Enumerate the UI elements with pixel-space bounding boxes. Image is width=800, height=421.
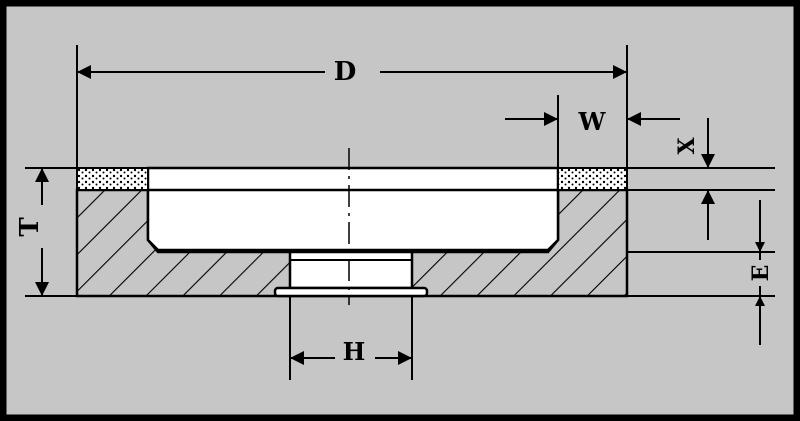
- dim-t-label: T: [15, 217, 45, 237]
- wheel-body: [75, 166, 629, 298]
- dimension-x: X: [674, 118, 715, 240]
- dim-e-arrow-bottom: [755, 296, 765, 306]
- dimension-d: D: [77, 57, 627, 87]
- dim-e-arrow-top: [755, 242, 765, 252]
- abrasive-rim-left: [76, 167, 149, 191]
- dimension-t: T: [15, 168, 49, 296]
- hub-flange: [273, 286, 429, 298]
- wheel-cavity: [146, 166, 560, 252]
- dimension-e: E: [748, 200, 774, 345]
- dim-e-label: E: [748, 265, 774, 282]
- hub-body: [288, 250, 414, 290]
- hub: [273, 250, 429, 298]
- abrasive-rim-right: [557, 167, 628, 191]
- dim-h-label: H: [343, 337, 366, 366]
- dim-d-label: D: [334, 57, 357, 87]
- dim-e-label-bg: [750, 260, 770, 286]
- dimension-w: W: [505, 107, 680, 136]
- dim-w-label: W: [578, 107, 607, 136]
- dim-x-label: X: [674, 137, 700, 155]
- wheel-body-hatching: [77, 190, 627, 296]
- dimension-h: H: [290, 337, 412, 366]
